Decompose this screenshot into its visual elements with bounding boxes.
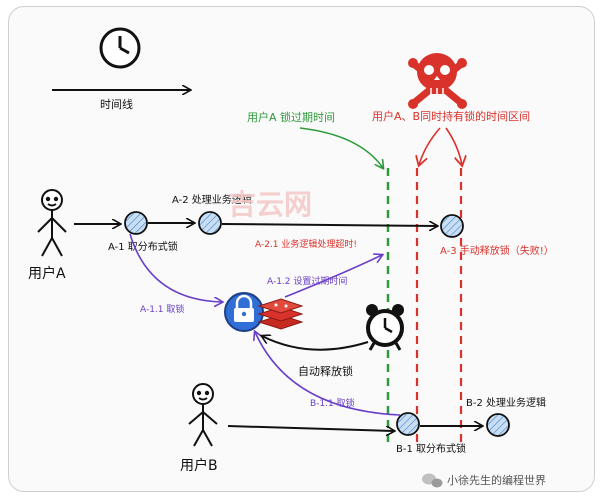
overlap-annotation: 用户A、B同时持有锁的时间区间 <box>372 109 530 123</box>
a11-arrow <box>129 233 222 302</box>
a12-label: A-1.2 设置过期时间 <box>267 275 347 287</box>
user-b-to-b1-arrow <box>227 425 394 431</box>
wechat-icon <box>422 473 443 488</box>
lock-icon <box>224 292 264 332</box>
overlap-arrow-left <box>419 127 441 165</box>
timeline-label: 时间线 <box>100 97 133 111</box>
overlap-arrow-right <box>445 127 462 165</box>
skull-icon <box>408 53 467 109</box>
alarm-clock-icon <box>366 304 404 351</box>
clock-icon <box>99 27 141 69</box>
user-a-figure <box>37 189 67 257</box>
lock-expire-annotation: 用户A 锁过期时间 <box>247 110 335 124</box>
a1-label: A-1 取分布式锁 <box>108 240 178 253</box>
a11-label: A-1.1 取锁 <box>140 303 184 315</box>
a2-node <box>198 211 222 235</box>
auto-release-arrow <box>262 336 369 351</box>
diagram-panel <box>8 6 595 492</box>
b2-node <box>486 413 510 437</box>
a3-node <box>440 214 464 238</box>
footer-watermark: 小徐先生的编程世界 <box>447 473 546 487</box>
user-b-figure <box>188 383 218 447</box>
a2-to-a3-arrow <box>221 224 437 226</box>
redis-icon <box>257 298 304 330</box>
a2-label: A-2 处理业务逻辑 <box>172 193 252 206</box>
b1-node <box>396 412 420 436</box>
b11-label: B-1.1 取锁 <box>310 397 355 409</box>
b11-arrow <box>255 332 401 416</box>
lock-expire-arrow <box>299 127 383 168</box>
user-b-label: 用户B <box>180 457 218 474</box>
a1-node <box>124 211 148 235</box>
center-watermark: 吉云网 <box>228 188 312 221</box>
a3-label: A-3 手动释放锁（失败!） <box>440 244 554 257</box>
a21-label: A-2.1 业务逻辑处理超时! <box>255 238 357 250</box>
user-a-label: 用户A <box>28 265 66 282</box>
auto-release-label: 自动释放锁 <box>298 364 353 378</box>
b2-label: B-2 处理业务逻辑 <box>466 396 546 409</box>
a12-arrow <box>284 255 382 298</box>
b1-label: B-1 取分布式锁 <box>396 442 466 455</box>
